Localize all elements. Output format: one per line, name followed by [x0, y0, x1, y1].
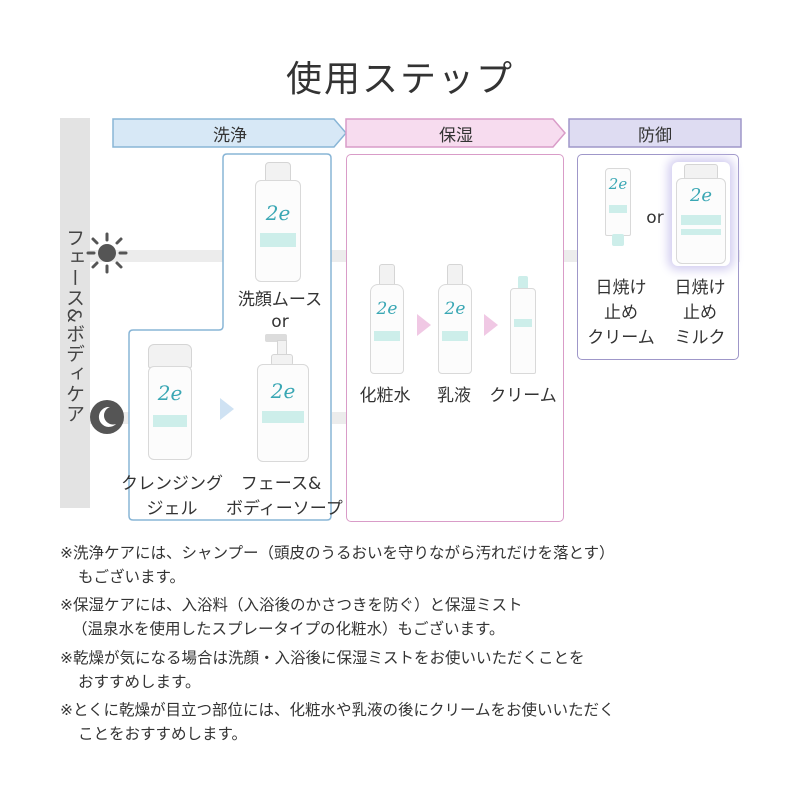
step-label-wash: 洗浄: [213, 125, 247, 146]
note-4-line-2: ことをおすすめします。: [78, 725, 247, 743]
milk-label: 乳液: [437, 386, 471, 406]
sun-cream-label-1: 日焼け: [595, 278, 647, 298]
note-3-line-2: おすすめします。: [78, 673, 201, 691]
step-arrow-moist: 保湿: [345, 118, 567, 148]
or-label-protect: or: [646, 208, 664, 228]
sun-cream-label-2: 止め: [604, 303, 638, 323]
note-1-line-2: もございます。: [78, 568, 185, 586]
cleansing-gel-label-1: クレンジング: [121, 474, 223, 494]
step-arrow-protect: 防御: [568, 118, 742, 148]
chevron-right-icon: [220, 398, 234, 420]
brand-logo: 2e: [689, 185, 713, 206]
cream-label: クリーム: [489, 386, 557, 406]
or-label-wash: or: [271, 312, 289, 332]
brand-logo: 2e: [444, 299, 466, 319]
sun-icon: [86, 232, 128, 274]
lotion-product: 2e: [370, 264, 404, 374]
lotion-label: 化粧水: [359, 386, 411, 406]
step-label-protect: 防御: [638, 125, 672, 146]
cleansing-gel-product: 2e: [148, 344, 192, 460]
chevron-right-icon: [484, 314, 498, 336]
face-mousse-product: 2e: [255, 162, 301, 282]
sunscreen-cream-product: 2e: [605, 168, 631, 248]
brand-logo: 2e: [608, 175, 628, 193]
cleansing-gel-label-2: ジェル: [146, 499, 198, 519]
brand-logo: 2e: [270, 379, 296, 403]
axis-label: フェース&ボディケア: [63, 228, 85, 424]
note-3-line-1: ※乾燥が気になる場合は洗顔・入浴後に保湿ミストをお使いいただくことを: [60, 649, 585, 667]
step-label-moist: 保湿: [439, 125, 473, 146]
note-2-line-2: （温泉水を使用したスプレータイプの化粧水）もございます。: [72, 620, 505, 638]
sun-cream-label-3: クリーム: [587, 328, 655, 348]
page-title: 使用ステップ: [285, 59, 514, 100]
note-1-line-1: ※洗浄ケアには、シャンプー（頭皮のうるおいを守りながら汚れだけを落とす）: [60, 544, 615, 562]
night-guide-line-mid: [332, 412, 348, 424]
time-axis: [60, 118, 90, 508]
brand-logo: 2e: [376, 299, 398, 319]
note-2-line-1: ※保湿ケアには、入浴料（入浴後のかさつきを防ぐ）と保湿ミスト: [60, 596, 523, 614]
face-mousse-label: 洗顔ムース: [237, 290, 323, 310]
sun-milk-label-1: 日焼け: [674, 278, 726, 298]
sun-milk-label-3: ミルク: [674, 328, 726, 348]
face-body-soap-product: 2e: [255, 334, 315, 462]
moon-icon: [88, 398, 126, 436]
brand-logo: 2e: [157, 381, 183, 405]
brand-logo: 2e: [265, 201, 291, 225]
soap-label-1: フェース&: [240, 474, 322, 494]
sun-milk-label-2: 止め: [683, 303, 717, 323]
milk-product: 2e: [438, 264, 472, 374]
cream-tube-product: [510, 276, 536, 374]
sunscreen-milk-product: 2e: [672, 162, 730, 266]
chevron-right-icon: [417, 314, 431, 336]
step-arrow-wash: 洗浄: [112, 118, 348, 148]
note-4-line-1: ※とくに乾燥が目立つ部位には、化粧水や乳液の後にクリームをお使いいただく: [60, 701, 615, 719]
soap-label-2: ボディーソープ: [226, 499, 343, 519]
